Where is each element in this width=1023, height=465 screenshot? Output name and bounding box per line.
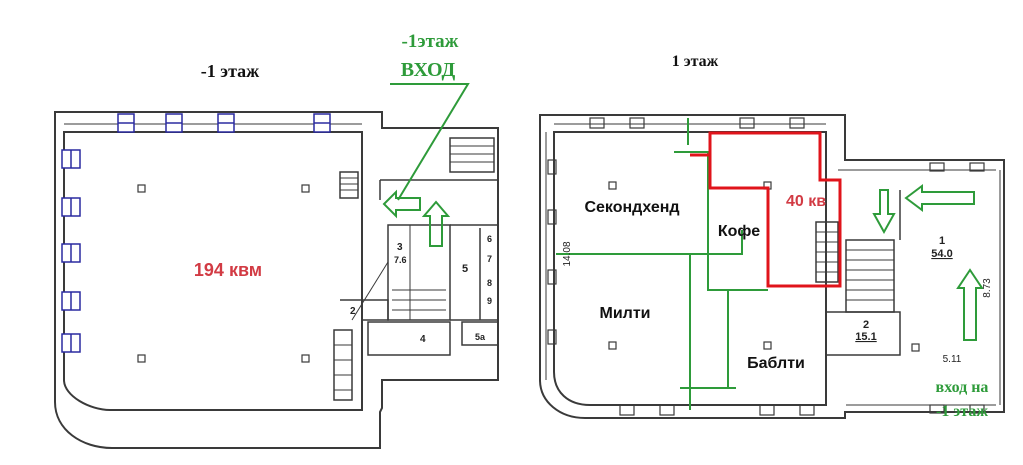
right-floor-title: 1 этаж bbox=[672, 53, 719, 70]
right-inner-wall bbox=[553, 131, 827, 406]
room-area: 54.0 bbox=[931, 248, 952, 260]
entrance-arrow-left-icon bbox=[382, 189, 421, 219]
right-outer-wall bbox=[539, 114, 1005, 419]
window-icon bbox=[61, 197, 81, 217]
room-number: 9 bbox=[487, 296, 492, 306]
window-icon bbox=[217, 113, 235, 133]
left-floor-plan bbox=[54, 111, 499, 449]
window-icon bbox=[313, 113, 331, 133]
dimension-bottom: 5.11 bbox=[943, 354, 962, 365]
room-area: 15.1 bbox=[855, 331, 876, 343]
highlight-area-outline bbox=[708, 131, 842, 288]
room-number: 5а bbox=[475, 332, 486, 342]
room-number: 8 bbox=[487, 278, 492, 288]
entrance-arrow-up-icon bbox=[421, 200, 451, 247]
window-icon bbox=[61, 291, 81, 311]
room-number: 2 bbox=[863, 319, 869, 331]
dimension-right: 8.73 bbox=[982, 278, 993, 298]
left-windows bbox=[61, 113, 331, 353]
window-icon bbox=[117, 113, 135, 133]
entrance-label: ВХОД bbox=[401, 59, 456, 81]
highlight-area-label: 40 кв bbox=[786, 193, 826, 210]
left-area-label: 194 квм bbox=[194, 260, 262, 280]
right-entrance-arrows bbox=[872, 184, 984, 341]
room-number: 3 bbox=[397, 242, 403, 253]
tenant-milti: Милти bbox=[600, 305, 651, 322]
tenant-babl: Баблти bbox=[747, 355, 805, 372]
window-icon bbox=[61, 333, 81, 353]
left-inner-wall bbox=[63, 131, 363, 411]
left-outer-wall bbox=[54, 111, 499, 449]
window-icon bbox=[61, 149, 81, 169]
arrow-up-icon bbox=[956, 268, 984, 341]
room-number: 1 bbox=[939, 235, 945, 247]
room-number: 7 bbox=[487, 254, 492, 264]
entrance-note-line2: -1 этаж bbox=[936, 403, 988, 420]
tenant-partitions bbox=[556, 118, 768, 410]
room-number: 5 bbox=[462, 263, 468, 275]
room-number: 6 bbox=[487, 234, 492, 244]
left-entrance-marker bbox=[382, 83, 470, 247]
entrance-note-line1: вход на bbox=[936, 379, 989, 396]
arrow-left-icon bbox=[904, 184, 975, 212]
window-icon bbox=[61, 243, 81, 263]
dimension-left: 14.08 bbox=[562, 241, 573, 266]
tenant-secondhand: Секондхенд bbox=[584, 199, 679, 216]
highlight-notch bbox=[690, 153, 712, 188]
left-room-numbers: 3 7.6 5 2 4 5а 6 7 8 9 bbox=[350, 234, 492, 345]
room-number: 4 bbox=[420, 334, 426, 345]
entrance-floor-label: -1этаж bbox=[402, 31, 459, 52]
window-icon bbox=[165, 113, 183, 133]
arrow-down-icon bbox=[872, 189, 896, 235]
entrance-underline bbox=[390, 83, 470, 201]
left-floor-title: -1 этаж bbox=[201, 61, 260, 81]
room-number: 7.6 bbox=[394, 255, 407, 265]
tenant-coffee: Кофе bbox=[718, 223, 760, 240]
room-number: 2 bbox=[350, 306, 356, 317]
right-floor-plan bbox=[539, 114, 1005, 419]
